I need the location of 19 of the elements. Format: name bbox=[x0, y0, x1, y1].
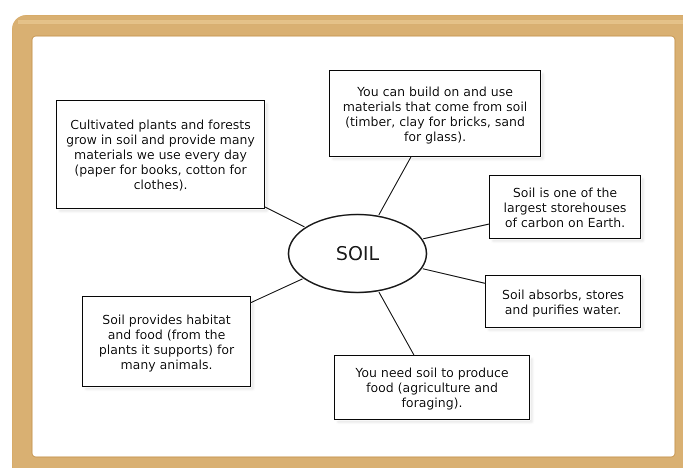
fact-text: You can build on and use materials that come from soil (timber, clay for bricks, sand for glass). bbox=[342, 84, 528, 144]
text-box bbox=[489, 175, 641, 239]
fact-text: You need soil to produce food (agriculture and foraging). bbox=[354, 365, 510, 410]
connector-line bbox=[423, 224, 490, 240]
text-box bbox=[329, 70, 541, 157]
text-box bbox=[82, 296, 251, 387]
text-box bbox=[334, 355, 530, 420]
connector-line bbox=[422, 268, 486, 284]
fact-text: Soil is one of the largest storehouses of carbon on Earth. bbox=[502, 184, 628, 230]
connector-line bbox=[378, 156, 412, 216]
fact-text: Cultivated plants and forests grow in soil and provide many materials we use every day (paper for books, cotton for clothes). bbox=[65, 117, 256, 192]
text-box bbox=[485, 275, 641, 328]
connector-line bbox=[250, 278, 303, 304]
connector-line bbox=[264, 206, 305, 228]
fact-text: Soil provides habitat and food (from the plants it supports) for many animals. bbox=[98, 312, 236, 372]
fact-text: Soil absorbs, stores and purifies water. bbox=[501, 286, 625, 316]
text-box bbox=[56, 100, 265, 209]
topic-label: SOIL bbox=[336, 242, 380, 264]
connector-line bbox=[378, 292, 414, 356]
